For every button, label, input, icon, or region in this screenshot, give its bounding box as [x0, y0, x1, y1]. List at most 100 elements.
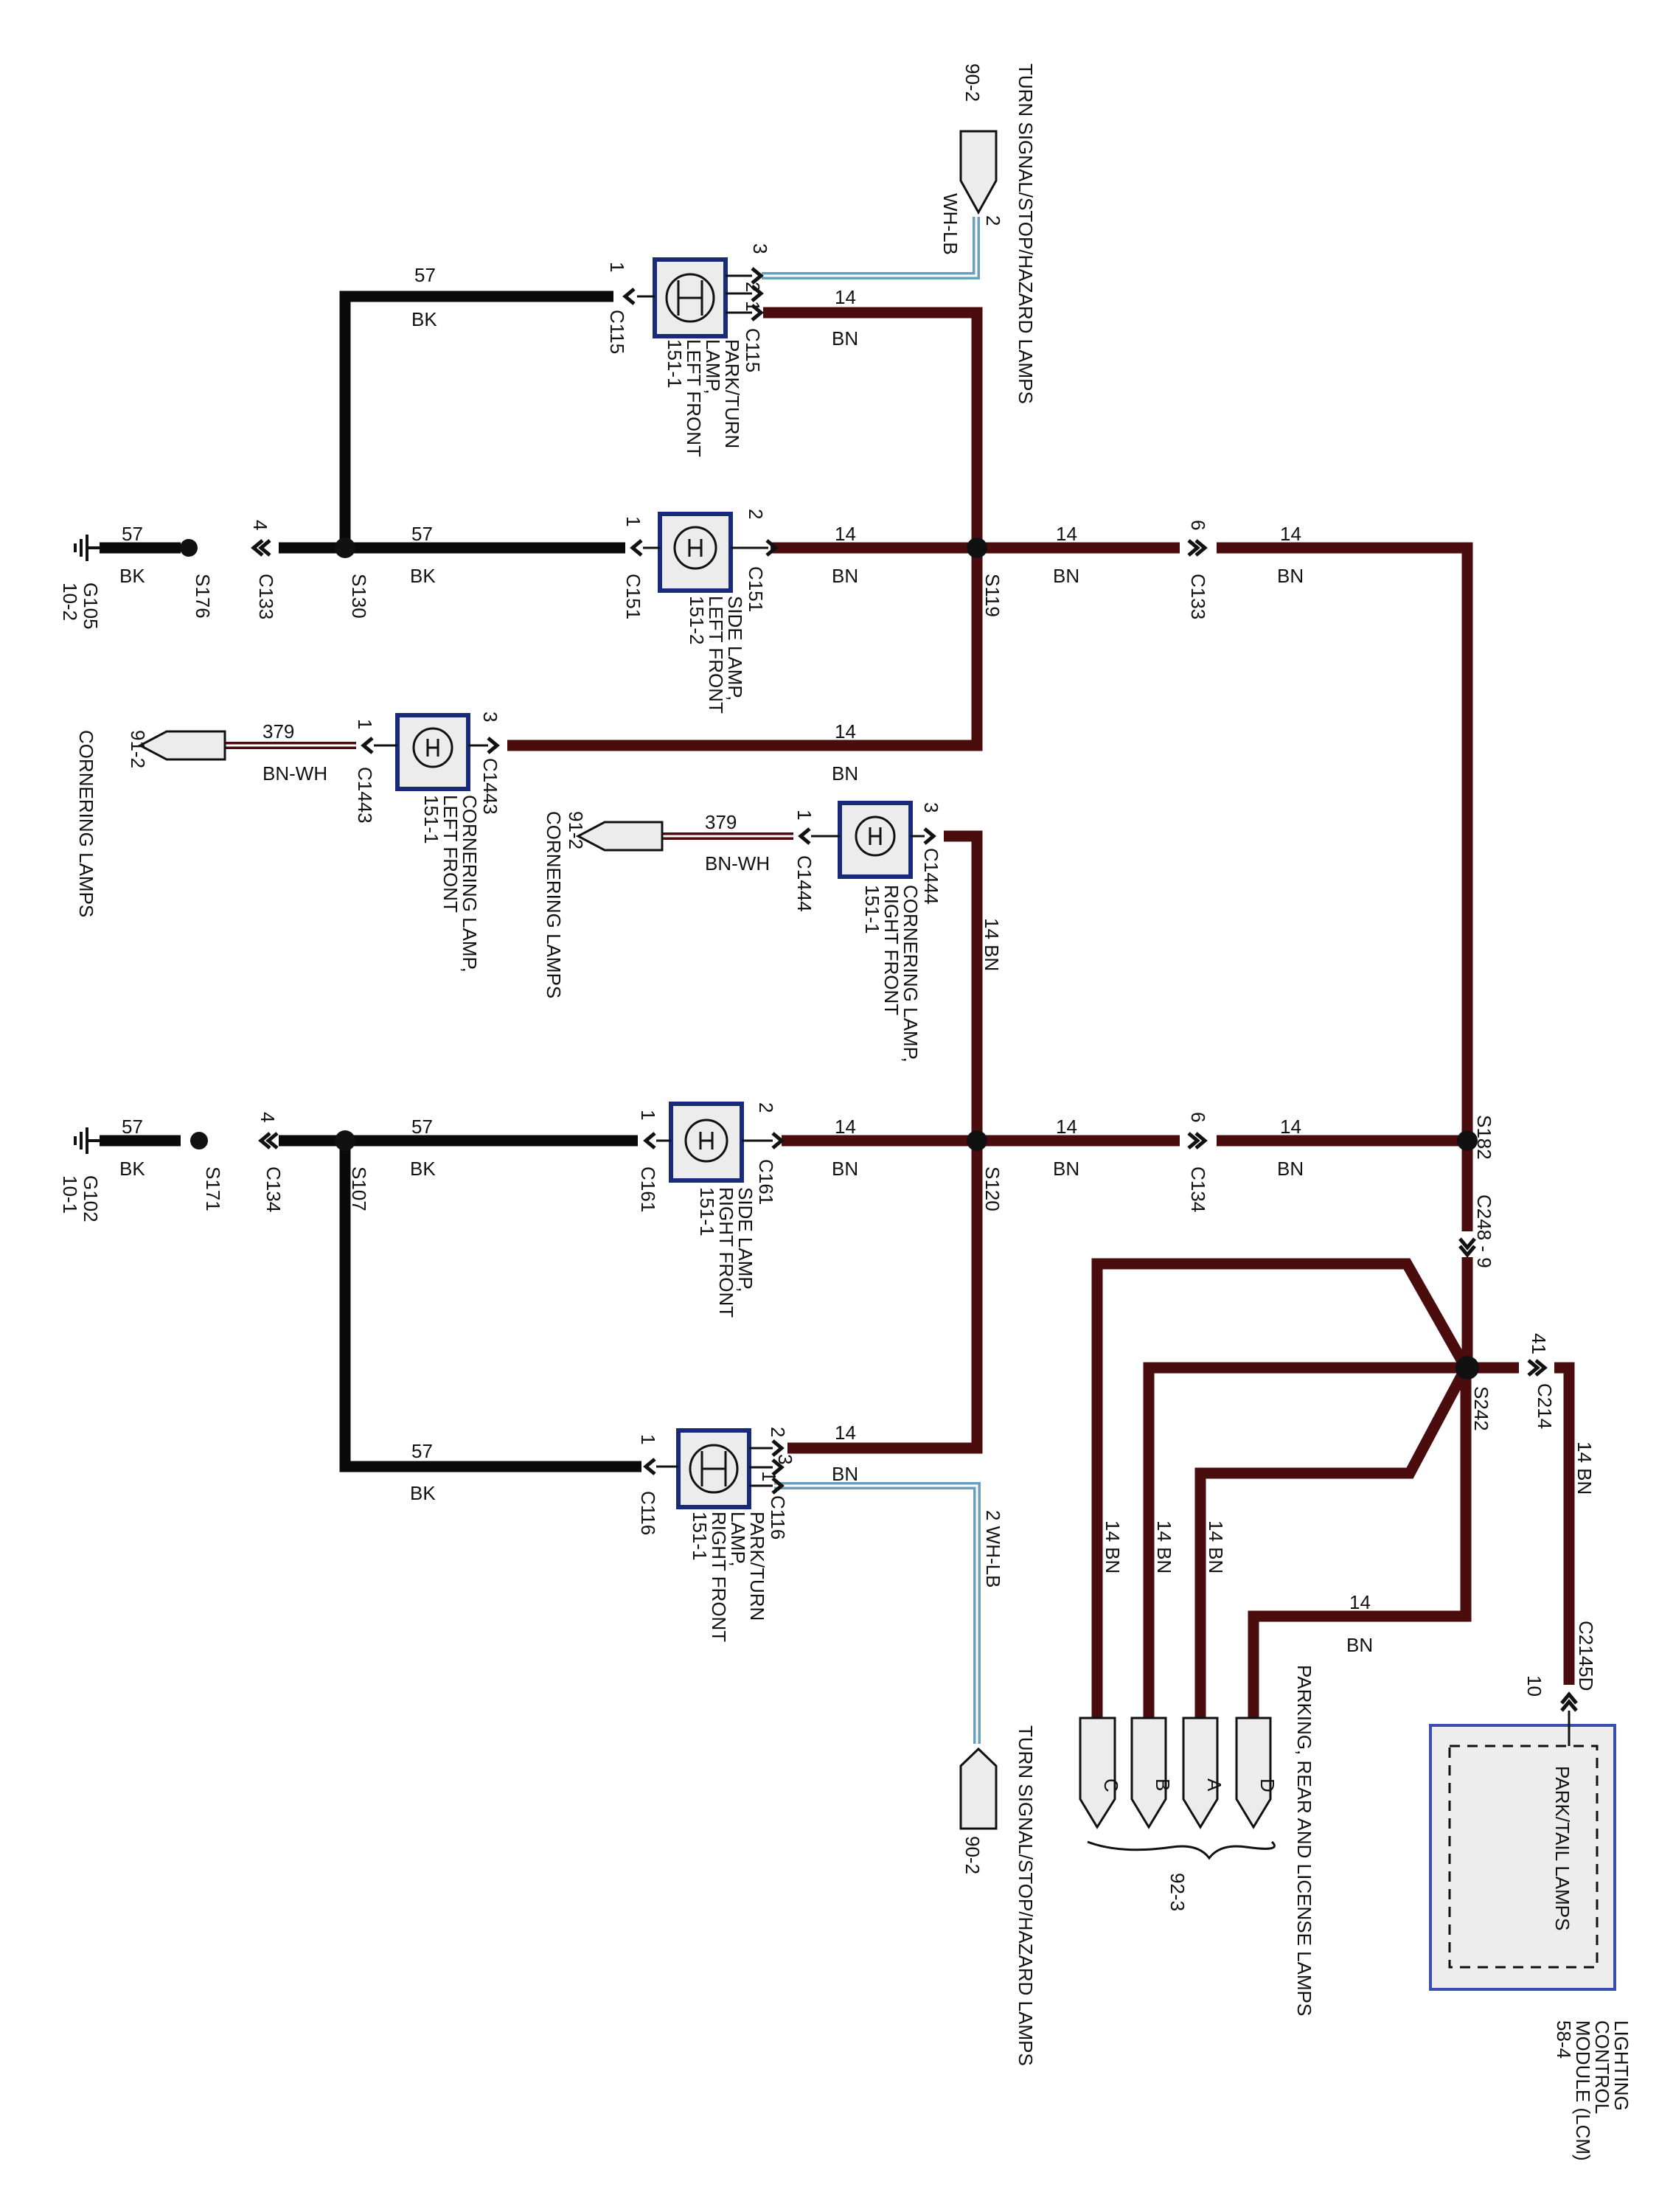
wire-color: BK — [119, 1158, 145, 1180]
connector-label: C1443 — [354, 767, 376, 824]
ground-bottom-ref: 10-1 — [59, 1175, 81, 1214]
splice-s182 — [1457, 1130, 1478, 1151]
wire-57-bk-bottom — [339, 1141, 641, 1472]
ground-symbols — [74, 535, 100, 1154]
wire-label: 14 — [1280, 523, 1301, 545]
wire-label: 14 — [835, 523, 856, 545]
connector-label: C1443 — [479, 758, 501, 815]
lcm-title-1: LIGHTING — [1610, 2020, 1632, 2111]
pin-label: 2 — [745, 509, 767, 519]
pin-label: C — [1100, 1778, 1122, 1792]
wire-color: BK — [410, 1158, 436, 1180]
component-label: PARK/TURN — [721, 339, 743, 448]
wire-color: BN — [1053, 565, 1079, 587]
component-label: LAMP, — [702, 339, 724, 394]
ground-bottom-name: G102 — [80, 1175, 102, 1222]
splice-label: S171 — [202, 1166, 224, 1211]
wire-label: 14 — [835, 1116, 856, 1138]
lcm-inner-label: PARK/TAIL LAMPS — [1551, 1766, 1573, 1930]
wire-color: BN — [832, 327, 858, 349]
ground-top-ref: 10-2 — [59, 582, 81, 621]
splice-label: S130 — [348, 574, 370, 619]
component-label: LAMP, — [727, 1512, 749, 1567]
pin-a-connector-icon — [1182, 1717, 1219, 1829]
ground-g102-icon — [74, 1127, 100, 1154]
splice-label: S242 — [1470, 1386, 1492, 1431]
wire-14-bn-b — [1143, 1362, 1466, 1718]
component-lf-cornering-lamp — [374, 713, 488, 791]
pin-label: 10 — [1523, 1675, 1545, 1697]
component-rf-cornering-lamp — [811, 801, 925, 879]
wire-57-bk-top — [339, 291, 613, 548]
component-label: 151-1 — [696, 1187, 718, 1237]
wire-color: BN — [832, 1463, 858, 1485]
wire-label: 14 BN — [1102, 1520, 1124, 1573]
pin-c-connector-icon — [1079, 1717, 1116, 1829]
connector-label: C115 — [606, 310, 628, 354]
wire-color: BN — [832, 762, 858, 785]
pin-label: 1 — [622, 516, 644, 526]
pin-b-connector-icon — [1130, 1717, 1167, 1829]
component-label: 151-1 — [664, 339, 686, 389]
pin-label: 2 — [742, 282, 764, 292]
splice-s171 — [190, 1132, 208, 1150]
connector-label: C151 — [745, 566, 767, 612]
pin-label: 1 — [637, 1434, 659, 1444]
component-label: RIGHT FRONT — [708, 1512, 730, 1642]
component-rf-side-lamp — [656, 1102, 773, 1183]
lcm-ref: 58-4 — [1553, 2020, 1575, 2059]
turn-top-title: TURN SIGNAL/STOP/HAZARD LAMPS — [1015, 63, 1037, 404]
wire-color: BK — [410, 565, 436, 587]
wire-color: BN-WH — [705, 852, 770, 874]
component-rf-park-turn — [656, 1428, 773, 1509]
wire-label: 14 BN — [1153, 1520, 1175, 1573]
component-label: CORNERING LAMP, — [459, 795, 481, 973]
wire-14-bn-s120 — [782, 1135, 1473, 1231]
corner-right-connector-icon — [575, 821, 664, 852]
wire-label: 14 BN — [1205, 1520, 1227, 1573]
component-label: PARK/TURN — [746, 1512, 768, 1621]
corner-right-title: CORNERING LAMPS — [543, 811, 565, 998]
pin-label: 4 — [249, 520, 271, 530]
wire-14-bn-rf-corner — [944, 830, 983, 1141]
pin-label: 1 — [354, 719, 376, 729]
wire-label: 14 — [1349, 1591, 1371, 1613]
connector-label: C116 — [767, 1495, 789, 1540]
pin-label: 2 — [982, 215, 1004, 226]
wire-color: BN — [832, 565, 858, 587]
splice-dots — [180, 538, 1479, 1380]
wire-color: BN — [832, 1158, 858, 1180]
c133-left-mark — [251, 539, 271, 557]
corner-right-ref: 91-2 — [565, 811, 587, 849]
pin-label: 1 — [606, 262, 628, 272]
connector-label: C214 — [1534, 1383, 1556, 1429]
wire-14-bn-a — [1194, 1365, 1471, 1718]
component-label: SIDE LAMP, — [724, 596, 746, 701]
pin-label: 3 — [749, 243, 771, 254]
component-label: 151-2 — [686, 596, 708, 645]
component-lf-park-turn — [637, 257, 752, 338]
wire-color: WH-LB — [939, 193, 961, 255]
wire-color: BN — [1277, 1158, 1304, 1180]
corner-left-connector-icon — [137, 730, 226, 761]
lcm-title-2: CONTROL — [1591, 2020, 1613, 2114]
ground-g105-icon — [74, 535, 100, 561]
pin-label: A — [1203, 1778, 1225, 1792]
wire-label: 14 — [835, 720, 856, 742]
parking-ref: 92-3 — [1166, 1873, 1189, 1911]
splice-label: S120 — [981, 1166, 1004, 1211]
c248-mark — [1458, 1237, 1476, 1258]
wire-14-bn-d — [1248, 1368, 1472, 1718]
parking-title: PARKING, REAR AND LICENSE LAMPS — [1293, 1665, 1315, 2016]
wire-label: 57 — [122, 1116, 143, 1138]
wire-color: BN — [1346, 1634, 1373, 1656]
pin-label: 3 — [479, 712, 501, 722]
c134-right-mark — [1187, 1132, 1208, 1150]
wire-label: 14 — [1056, 1116, 1077, 1138]
splice-label: S107 — [348, 1166, 370, 1211]
wire-14-bn-lf-park — [507, 307, 983, 751]
connector-label: C1444 — [920, 848, 942, 905]
corner-left-title: CORNERING LAMPS — [75, 730, 97, 917]
wire-label: 14 — [1056, 523, 1077, 545]
